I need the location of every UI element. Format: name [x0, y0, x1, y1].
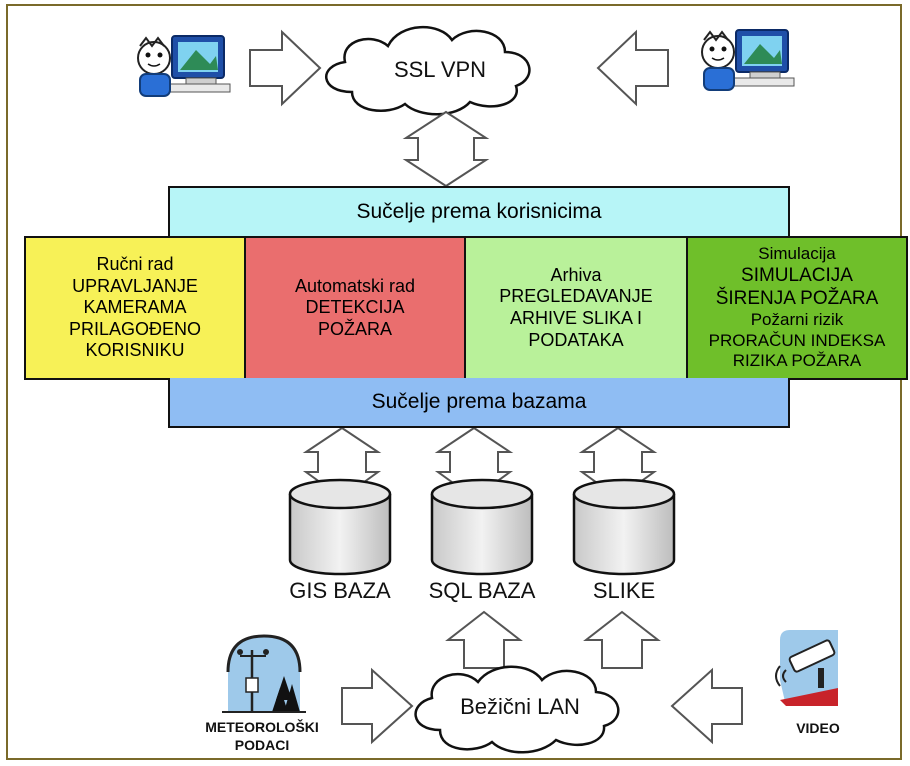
module-simulation-line: PRORAČUN INDEKSA	[708, 330, 886, 350]
database-cylinder-sql	[430, 478, 534, 576]
module-archive-line: Arhiva	[550, 264, 602, 285]
module-simulation-line: Požarni rizik	[750, 310, 844, 330]
arrow-up-sql	[445, 610, 523, 669]
module-manual: Ručni rad UPRAVLJANJE KAMERAMA PRILAGOĐE…	[24, 236, 246, 380]
module-simulation-line: ŠIRENJA POŽARA	[715, 287, 879, 309]
meteo-label-line2: PODACI	[234, 737, 290, 754]
module-manual-line: UPRAVLJANJE	[72, 275, 198, 296]
database-cylinder-gis	[288, 478, 392, 576]
user-interface-label: Sučelje prema korisnicima	[356, 200, 602, 224]
module-manual-line: KAMERAMA	[83, 297, 187, 318]
arrow-right-bottom	[341, 667, 414, 745]
module-automatic-line: DETEKCIJA	[305, 297, 405, 318]
user-computer-icon-left	[137, 35, 231, 97]
module-simulation-line: SIMULACIJA	[741, 264, 853, 286]
cloud-bottom-label: Bežični LAN	[460, 694, 580, 719]
db-label-gis: GIS BAZA	[289, 578, 391, 603]
cloud-bottom-shape	[414, 665, 620, 754]
arrow-left-top	[596, 29, 669, 107]
module-archive-line: PODATAKA	[528, 329, 624, 350]
arrow-updown-top	[402, 110, 490, 188]
module-automatic-line: POŽARA	[317, 318, 392, 339]
video-camera-icon	[775, 630, 838, 706]
arrow-up-slike	[583, 610, 661, 669]
db-interface-label: Sučelje prema bazama	[371, 390, 587, 414]
arrow-left-bottom	[670, 667, 743, 745]
db-label-slike: SLIKE	[592, 578, 656, 603]
cloud-top-label: SSL VPN	[393, 57, 487, 82]
module-manual-line: PRILAGOĐENO	[68, 318, 202, 339]
module-simulation: Simulacija SIMULACIJA ŠIRENJA POŽARA Pož…	[686, 236, 908, 380]
module-automatic-line: Automatski rad	[294, 275, 416, 296]
arrow-right-top	[249, 29, 322, 107]
module-automatic: Automatski rad DETEKCIJA POŽARA	[244, 236, 466, 380]
weather-station-icon	[222, 634, 306, 713]
user-computer-icon-right	[701, 29, 795, 91]
module-archive-line: PREGLEDAVANJE	[499, 286, 653, 307]
db-label-sql: SQL BAZA	[428, 578, 536, 603]
module-simulation-line: Simulacija	[758, 244, 836, 264]
db-interface-bar: Sučelje prema bazama	[168, 378, 790, 428]
module-simulation-line: RIZIKA POŽARA	[732, 351, 862, 371]
database-cylinder-slike	[572, 478, 676, 576]
module-archive: Arhiva PREGLEDAVANJE ARHIVE SLIKA I PODA…	[464, 236, 688, 380]
video-label: VIDEO	[796, 720, 840, 736]
user-interface-bar: Sučelje prema korisnicima	[168, 186, 790, 236]
meteo-label-line1: METEOROLOŠKI	[205, 719, 319, 735]
module-manual-line: Ručni rad	[96, 254, 174, 275]
module-archive-line: ARHIVE SLIKA I	[509, 308, 643, 328]
cloud-top-shape	[325, 26, 531, 116]
meteo-label: METEOROLOŠKI PODACI	[182, 718, 342, 754]
module-manual-line: KORISNIKU	[85, 340, 185, 361]
